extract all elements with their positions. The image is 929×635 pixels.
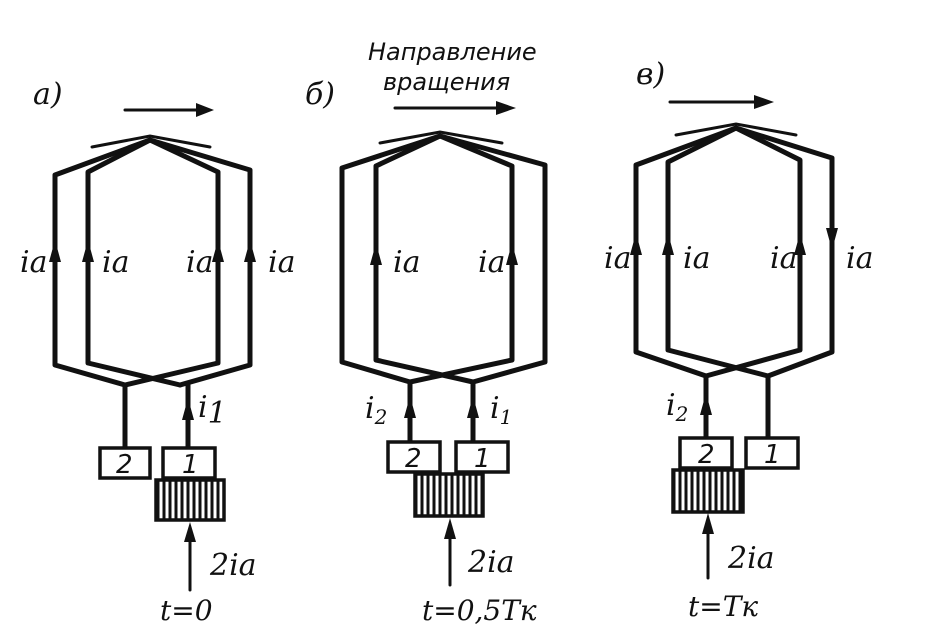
brush-current-label: i1 — [490, 391, 512, 429]
time-label: t=0,5Tк — [422, 594, 537, 627]
title-line-2: вращения — [383, 68, 510, 96]
current-arrow — [212, 240, 224, 262]
brush-current-label: i2 — [365, 391, 387, 429]
current-label: iа — [770, 241, 797, 276]
rotation-arrow-head — [496, 101, 516, 115]
current-arrow — [700, 393, 712, 415]
coil-outer-right — [147, 137, 253, 388]
input-current-label: 2iа — [209, 548, 257, 583]
current-label: iа — [20, 245, 47, 280]
segment-label: 2 — [698, 440, 715, 470]
current-arrow — [630, 233, 642, 255]
segment-label: 2 — [405, 444, 422, 474]
segment-label: 1 — [474, 444, 491, 474]
current-label: iа — [268, 245, 295, 280]
brush — [413, 472, 485, 518]
current-arrow — [662, 233, 674, 255]
coil-inner-left — [373, 133, 476, 385]
coil-outer-left — [52, 137, 153, 388]
current-label: iа — [478, 245, 505, 280]
current-arrow — [467, 396, 479, 418]
current-arrow — [370, 243, 382, 265]
current-label: iа — [186, 245, 213, 280]
panel-label: в) — [636, 57, 665, 92]
input-current-label: 2iа — [467, 545, 515, 580]
current-arrow — [506, 243, 518, 265]
coil-inner-right — [122, 137, 221, 388]
commutator-segment-1 — [454, 440, 510, 474]
segment-label: 1 — [182, 450, 199, 480]
current-arrow — [182, 398, 194, 420]
commutator-segment-2 — [98, 446, 152, 480]
panel-label: б) — [305, 77, 335, 112]
rotation-arrow-head — [196, 103, 214, 117]
current-arrow — [82, 240, 94, 262]
current-label: iа — [604, 241, 631, 276]
commutator-segment-1 — [744, 436, 800, 470]
brush-current-label: i2 — [666, 388, 688, 426]
current-label: iа — [683, 241, 710, 276]
rotation-arrow-head — [754, 95, 774, 109]
panel-a: а) iа iа iа iа i1 2 1 2 — [20, 77, 295, 627]
current-label: iа — [846, 241, 873, 276]
panel-b: б) iа iа i2 i1 2 1 2iа t=0,5Tк — [305, 77, 548, 627]
brush — [671, 468, 745, 514]
rotation-direction-title: Направление вращения — [368, 38, 537, 96]
coil-inner-left — [665, 125, 771, 379]
title-line-1: Направление — [368, 38, 537, 66]
time-label: t=Tк — [688, 590, 758, 623]
coil-top-ears — [90, 134, 212, 149]
brush — [154, 478, 226, 522]
panel-c: в) iа iа iа iа i2 2 1 2iа — [604, 57, 873, 623]
coil-top-ears — [674, 122, 798, 137]
commutator-segment-1 — [161, 446, 217, 480]
input-current-label: 2iа — [727, 541, 775, 576]
segment-label: 1 — [764, 440, 781, 470]
current-label: iа — [393, 245, 420, 280]
current-label: iа — [102, 245, 129, 280]
panel-label: а) — [33, 77, 63, 112]
coil-top-ears — [378, 130, 504, 145]
segment-label: 2 — [116, 450, 133, 480]
current-arrow — [826, 228, 838, 250]
commutator-segment-2 — [678, 436, 734, 470]
coil-outer-left — [339, 133, 443, 385]
coil-outer-right — [437, 133, 548, 385]
input-arrow-head — [702, 513, 714, 534]
coil-outer-left — [633, 125, 739, 379]
time-label: t=0 — [160, 594, 213, 627]
current-arrow — [794, 233, 806, 255]
current-arrow — [49, 240, 61, 262]
commutator-segment-2 — [386, 440, 442, 474]
current-arrow — [244, 240, 256, 262]
coil-outer-right — [733, 125, 835, 379]
current-arrow — [404, 396, 416, 418]
input-arrow-head — [184, 522, 196, 542]
coil-inner-left — [85, 137, 183, 388]
brush-current-label: i1 — [198, 390, 227, 431]
input-arrow-head — [444, 518, 456, 539]
